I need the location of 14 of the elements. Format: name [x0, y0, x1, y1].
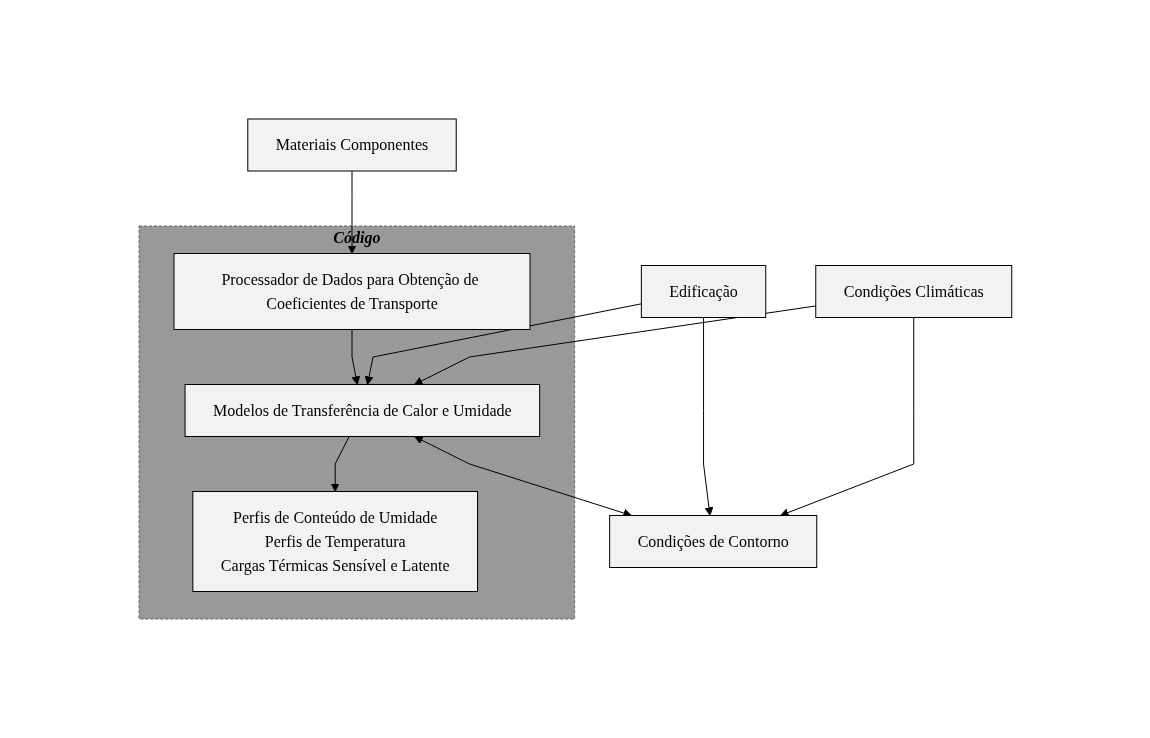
- node-box: Edificação: [640, 265, 766, 318]
- node-box: Materiais Componentes: [246, 118, 457, 172]
- node-box: Condições Climáticas: [814, 265, 1012, 318]
- node-box: Modelos de Transferência de Calor e Umidade: [184, 384, 540, 437]
- arrow: [364, 303, 642, 385]
- arrow: [351, 329, 360, 385]
- arrow: [330, 436, 350, 492]
- arrow: [702, 317, 713, 516]
- node-box: Condições de Contorno: [608, 515, 817, 568]
- node-box: Perfis de Conteúdo de Umidade Perfis de Temperatura Cargas Térmicas Sensível e Latente: [192, 491, 478, 592]
- node-box: Processador de Dados para Obtenção de Coeficientes de Transporte: [173, 253, 531, 330]
- arrow: [413, 305, 816, 385]
- arrow: [347, 170, 357, 254]
- arrow: [779, 317, 914, 517]
